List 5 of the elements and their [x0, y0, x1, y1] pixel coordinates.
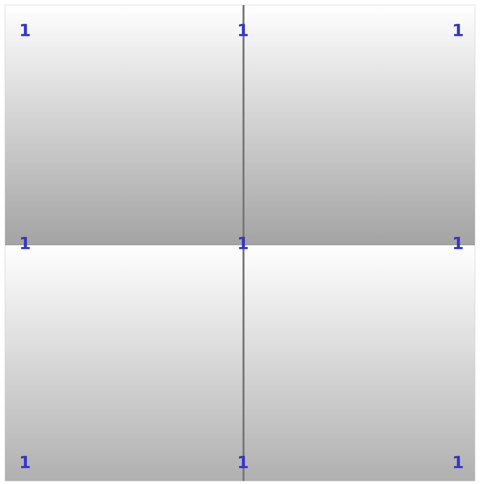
vertex-number: 1 — [21, 24, 30, 36]
vertex-number: 1 — [454, 24, 463, 36]
vertex-number: 1 — [239, 456, 248, 468]
vertex-number: 1 — [454, 456, 463, 468]
vertex-number: 1 — [21, 456, 30, 468]
